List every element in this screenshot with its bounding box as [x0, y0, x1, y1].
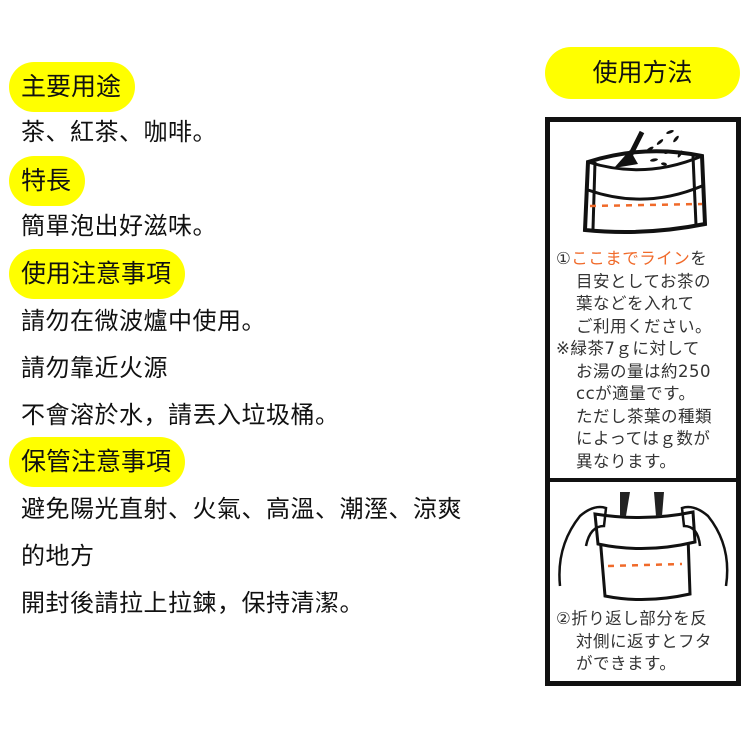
product-info: 主要用途 茶、紅茶、咖啡。 特長 簡單泡出好滋味。 使用注意事項 請勿在微波爐中… [9, 62, 462, 617]
fill-line-label: ここまでライン [571, 249, 691, 268]
heading-main-use: 主要用途 [9, 62, 136, 112]
storage-note-2: 的地方 [21, 542, 95, 570]
fold-bag-illustration-icon [558, 492, 729, 602]
step-divider [550, 478, 736, 482]
main-use-text: 茶、紅茶、咖啡。 [21, 118, 217, 146]
pour-tea-illustration-icon [582, 130, 708, 234]
storage-note-1: 避免陽光直射、火氣、高溫、潮溼、涼爽 [21, 495, 462, 523]
heading-features: 特長 [9, 156, 86, 206]
step2-text: ②折り返し部分を反 対側に返すとフタ ができます。 [556, 609, 712, 673]
storage-note-3: 開封後請拉上拉鍊，保持清潔。 [21, 589, 364, 617]
usage-note-3: 不會溶於水，請丟入垃圾桶。 [21, 401, 340, 429]
usage-note-2: 請勿靠近火源 [21, 354, 168, 382]
heading-usage-notes: 使用注意事項 [9, 249, 186, 299]
howto-title: 使用方法 [545, 47, 740, 99]
step1-text: ①ここまでラインを 目安としてお茶の 葉などを入れて ご利用ください。 ※緑茶7… [556, 249, 712, 471]
instructions-box: ①ここまでラインを 目安としてお茶の 葉などを入れて ご利用ください。 ※緑茶7… [545, 117, 741, 686]
usage-note-1: 請勿在微波爐中使用。 [21, 307, 266, 335]
features-text: 簡單泡出好滋味。 [21, 212, 217, 240]
heading-storage-notes: 保管注意事項 [9, 437, 186, 487]
